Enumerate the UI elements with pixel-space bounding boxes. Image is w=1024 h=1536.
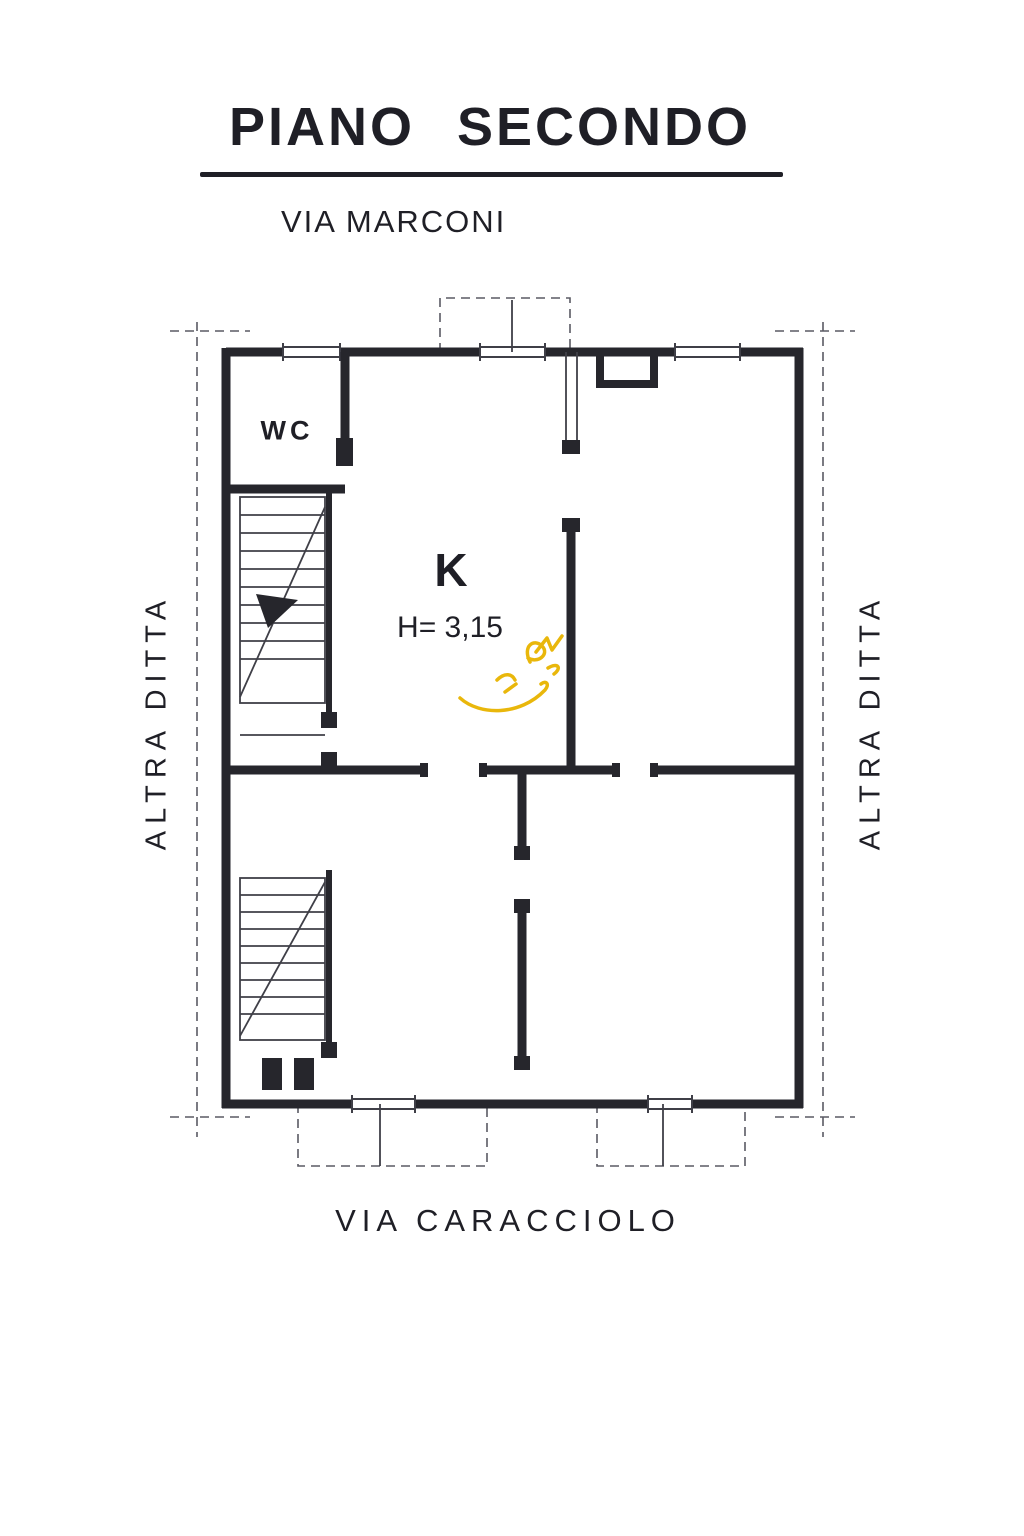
balcony-top-outline (439, 297, 571, 352)
street-label-bottom: VIA CARACCIOLO (335, 1203, 681, 1238)
upper-staircase (239, 492, 337, 768)
street-label-top: VIA MARCONI (281, 204, 507, 239)
boundary-label-right: ALTRA DITTA (854, 593, 887, 851)
property-boundary-dashes (170, 322, 855, 1137)
balcony-bottom-left-outline (297, 1104, 488, 1167)
room-height-label: H= 3,15 (397, 611, 503, 644)
page-title: PIANO SECONDO (228, 97, 752, 157)
top-windows (282, 343, 741, 361)
signature-scribble (458, 634, 564, 713)
balcony-bottom-right-outline (596, 1104, 746, 1167)
room-label-kitchen: K (434, 544, 468, 596)
room-label-wc: WC (260, 415, 314, 446)
bottom-windows (351, 1095, 693, 1113)
boundary-label-left: ALTRA DITTA (140, 593, 173, 851)
wc-room-walls (226, 352, 353, 494)
title-underline (200, 172, 783, 177)
outer-walls (221, 347, 804, 1109)
interior-walls (226, 352, 799, 1070)
lower-staircase (239, 870, 337, 1090)
stair-direction-arrow (256, 594, 298, 628)
